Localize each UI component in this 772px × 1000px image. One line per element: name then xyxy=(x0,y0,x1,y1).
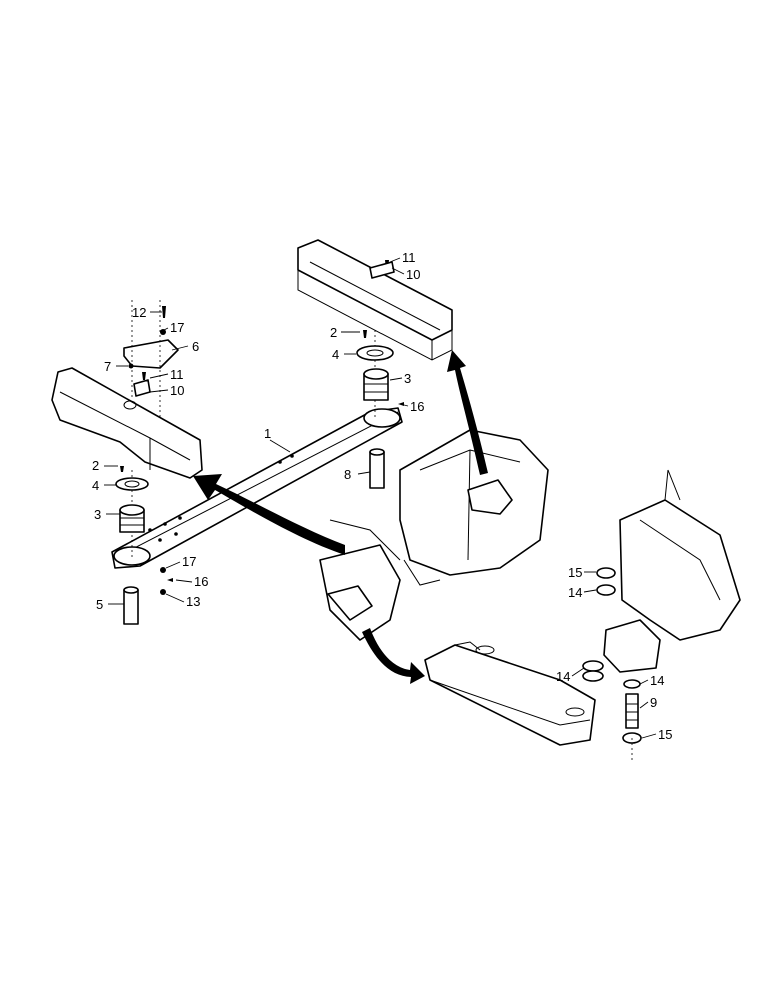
callout-16-bottom: 16 xyxy=(194,574,208,589)
callout-4-left: 4 xyxy=(92,478,99,493)
callout-9: 9 xyxy=(650,695,657,710)
callout-6: 6 xyxy=(192,339,199,354)
callout-2-left: 2 xyxy=(92,458,99,473)
callout-14-right: 14 xyxy=(650,673,664,688)
callout-11-left: 11 xyxy=(170,367,184,382)
callout-12: 12 xyxy=(132,305,146,320)
callout-17-bottom: 17 xyxy=(182,554,196,569)
callout-3-right: 3 xyxy=(404,371,411,386)
callout-3-left: 3 xyxy=(94,507,101,522)
callout-10-right: 10 xyxy=(406,267,420,282)
callout-16-right: 16 xyxy=(410,399,424,414)
callout-11-right: 11 xyxy=(402,250,416,265)
left-frame-member xyxy=(51,367,203,479)
callout-15-bottom: 15 xyxy=(658,727,672,742)
assembly-arrows xyxy=(193,350,488,684)
callout-5: 5 xyxy=(96,597,103,612)
callout-8: 8 xyxy=(344,467,351,482)
lower-right-frame xyxy=(424,641,596,746)
callout-14-left: 14 xyxy=(556,669,570,684)
callout-4-right: 4 xyxy=(332,347,339,362)
callout-10-left: 10 xyxy=(170,383,184,398)
leader-lines xyxy=(104,257,657,739)
callout-17-top: 17 xyxy=(170,320,184,335)
upper-frame-rail xyxy=(297,239,453,361)
cross-beam xyxy=(111,407,403,569)
left-mount-stack xyxy=(115,466,173,625)
callout-14-top: 14 xyxy=(568,585,582,600)
callout-13: 13 xyxy=(186,594,200,609)
callout-7: 7 xyxy=(104,359,111,374)
callout-15-top: 15 xyxy=(568,565,582,580)
callout-1: 1 xyxy=(264,426,271,441)
right-bracket-assembly xyxy=(582,469,741,760)
callout-2-right: 2 xyxy=(330,325,337,340)
right-mount-stack xyxy=(356,260,404,489)
left-bracket xyxy=(123,300,179,420)
chassis-housing xyxy=(319,429,549,641)
callout-labels: 1 2 4 3 5 12 17 6 7 11 10 17 16 13 2 4 3… xyxy=(92,250,672,742)
